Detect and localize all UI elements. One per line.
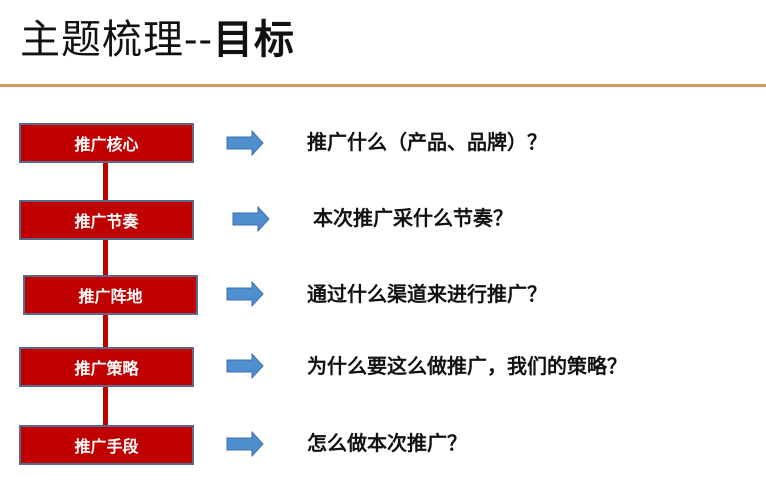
step-description: 为什么要这么做推广，我们的策略？ [307, 354, 627, 378]
step-description: 通过什么渠道来进行推广？ [307, 282, 547, 306]
title-part-1: 主题梳理-- [20, 17, 214, 63]
right-arrow-icon [226, 281, 264, 307]
right-arrow-icon [226, 130, 264, 156]
step-label: 推广策略 [74, 359, 139, 378]
right-arrow-icon [232, 206, 270, 232]
step-box-core: 推广核心 [19, 123, 194, 163]
title-part-2: 目标 [213, 17, 296, 63]
right-arrow-icon [226, 353, 264, 379]
step-label: 推广核心 [74, 135, 139, 154]
right-arrow-icon [226, 431, 264, 457]
step-description: 怎么做本次推广？ [307, 431, 467, 455]
step-label: 推广阵地 [78, 287, 143, 306]
step-box-rhythm: 推广节奏 [19, 200, 194, 240]
step-description: 本次推广采什么节奏？ [313, 206, 513, 230]
step-label: 推广节奏 [74, 212, 139, 231]
title-divider [0, 84, 766, 87]
step-label: 推广手段 [74, 437, 139, 456]
slide-title: 主题梳理--目标 [20, 10, 295, 70]
step-box-channel: 推广阵地 [23, 275, 198, 315]
step-box-strategy: 推广策略 [19, 347, 194, 387]
step-description: 推广什么（产品、品牌）？ [307, 130, 547, 154]
step-box-means: 推广手段 [19, 425, 194, 465]
